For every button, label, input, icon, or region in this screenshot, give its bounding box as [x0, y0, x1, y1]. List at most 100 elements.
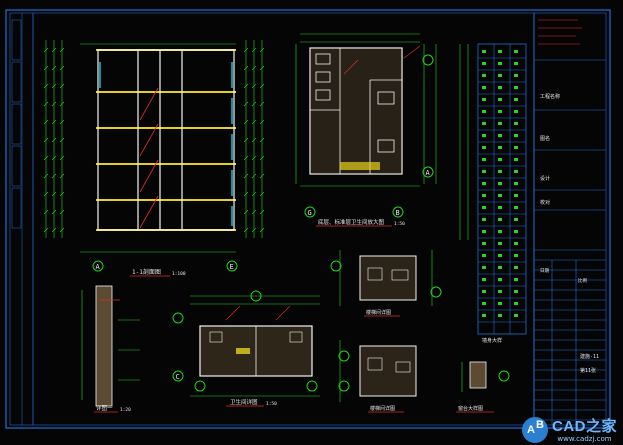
schedule-cell-mark — [482, 74, 486, 77]
dim-tick — [259, 83, 265, 89]
dim-tick — [51, 209, 57, 215]
plan-axis-g: G — [308, 209, 312, 217]
schedule-cell-mark — [514, 194, 518, 197]
detail-a-scale: 1:20 — [120, 407, 131, 413]
dim-tick — [51, 155, 57, 161]
dim-tick — [43, 119, 49, 125]
schedule-cell-mark — [514, 218, 518, 221]
dim-tick — [51, 101, 57, 107]
axis-label-e: E — [230, 263, 234, 271]
dim-tick — [51, 119, 57, 125]
axis-bubble-e — [226, 260, 238, 272]
dim-tick — [43, 47, 49, 53]
logo-letter-b: B — [536, 418, 544, 431]
schedule-cell-mark — [498, 182, 502, 185]
toilet-detail-drawing[interactable]: C 卫生间详图 1:50 — [172, 290, 320, 407]
schedule-cell-mark — [514, 146, 518, 149]
tb-drawing-no: 建施-11 — [580, 353, 599, 360]
tb-sheet: 第11张 — [580, 367, 596, 374]
schedule-cell-mark — [498, 218, 502, 221]
logo-letter-a: A — [527, 423, 535, 436]
schedule-cell-mark — [498, 170, 502, 173]
dim-tick — [59, 191, 65, 197]
detail-b-title: 卫生间详图 — [230, 398, 258, 406]
tb-check: 校对 — [540, 199, 550, 206]
binding-strip — [11, 19, 22, 229]
dim-tick — [51, 191, 57, 197]
dim-tick — [59, 83, 65, 89]
schedule-cell-mark — [514, 98, 518, 101]
toilet-plan-drawing[interactable]: G B A 底层、标准层卫生间放大图 1:50 — [295, 33, 437, 227]
dim-tick — [243, 83, 249, 89]
dim-tick — [251, 191, 257, 197]
toilet-axis-c: C — [176, 373, 180, 381]
schedule-cell-mark — [482, 110, 486, 113]
schedule-cell-mark — [498, 290, 502, 293]
schedule-cell-mark — [482, 62, 486, 65]
schedule-cell-mark — [498, 254, 502, 257]
schedule-cell-mark — [498, 110, 502, 113]
schedule-cell-mark — [514, 314, 518, 317]
schedule-cell-mark — [498, 302, 502, 305]
dim-tick — [251, 83, 257, 89]
toilet-plan-title: 底层、标准层卫生间放大图 — [318, 218, 385, 226]
stair-detail-drawing[interactable]: 楼梯间详图 楼梯间详图 — [330, 250, 442, 413]
dim-tick — [243, 137, 249, 143]
schedule-cell-mark — [482, 146, 486, 149]
schedule-cell-mark — [482, 194, 486, 197]
detail-d-title: 窗台大样图 — [458, 405, 483, 412]
tb-scale-label: 比例 — [578, 277, 587, 284]
toilet-plan-scale: 1:50 — [394, 221, 405, 227]
plan-axis-a: A — [426, 169, 431, 177]
schedule-cell-mark — [482, 254, 486, 257]
dim-tick — [251, 173, 257, 179]
tb-date-label: 日期 — [540, 268, 549, 274]
schedule-cell-mark — [482, 278, 486, 281]
schedule-cell-mark — [482, 218, 486, 221]
dim-tick — [251, 227, 257, 233]
dim-tick — [43, 137, 49, 143]
dim-tick — [43, 209, 49, 215]
section-drawing[interactable]: A E 1-1剖面图 1:100 — [43, 40, 265, 277]
dim-tick — [59, 47, 65, 53]
schedule-cell-mark — [482, 206, 486, 209]
schedule-cell-mark — [482, 50, 486, 53]
wall-detail-drawing[interactable]: 详图一 1:20 — [81, 285, 140, 413]
tb-drawing-label: 图名 — [540, 135, 550, 142]
schedule-cell-mark — [498, 146, 502, 149]
dim-tick — [51, 227, 57, 233]
dim-tick — [259, 137, 265, 143]
dim-tick — [43, 191, 49, 197]
schedule-cell-mark — [514, 110, 518, 113]
dim-tick — [243, 191, 249, 197]
detail-c2-title: 楼梯间详图 — [370, 405, 395, 412]
sheet-frame — [5, 9, 611, 429]
dim-tick — [43, 83, 49, 89]
dim-tick — [59, 173, 65, 179]
dim-tick — [243, 119, 249, 125]
door-window-schedule[interactable]: 墙身大样 — [459, 43, 527, 344]
sill-detail-drawing[interactable]: 窗台大样图 — [456, 361, 510, 413]
dim-tick — [59, 65, 65, 71]
dim-tick — [251, 155, 257, 161]
dim-tick — [259, 101, 265, 107]
section-scale: 1:100 — [172, 271, 186, 277]
title-block[interactable] — [534, 59, 606, 425]
axis-bubble-a — [92, 260, 104, 272]
schedule-cell-mark — [514, 74, 518, 77]
schedule-cell-mark — [514, 230, 518, 233]
dim-tick — [59, 209, 65, 215]
tb-design: 设计 — [540, 175, 550, 182]
dim-tick — [251, 47, 257, 53]
schedule-cell-mark — [482, 134, 486, 137]
dim-tick — [43, 155, 49, 161]
schedule-cell-mark — [482, 122, 486, 125]
dim-tick — [243, 65, 249, 71]
schedule-cell-mark — [514, 254, 518, 257]
watermark-brand: CAD之家 — [552, 418, 617, 435]
dim-tick — [259, 209, 265, 215]
schedule-cell-mark — [498, 74, 502, 77]
schedule-cell-mark — [514, 206, 518, 209]
schedule-cell-mark — [514, 182, 518, 185]
